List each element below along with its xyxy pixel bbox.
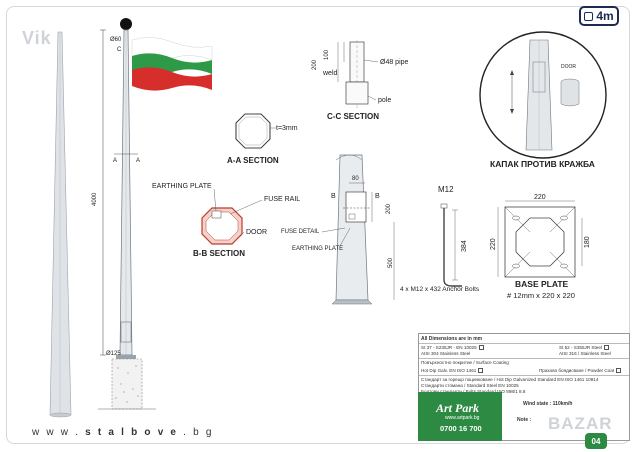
bb-section-drawing (201, 188, 263, 245)
website-brand: s t a l b o v e (85, 427, 179, 438)
coating-option-2-checkbox (616, 368, 622, 374)
steel-option-2-checkbox (603, 345, 609, 351)
cc-dim-100: 100 (324, 49, 330, 60)
base-plate-title: BASE PLATE (515, 279, 569, 289)
watermark-top-left: Vik (22, 28, 52, 48)
bulgarian-flag (131, 37, 213, 91)
wind-state: Wind state : 110km/h (523, 401, 573, 407)
standard-galvanized: Стандарт за горещо поцинковане / Hot Dip… (421, 377, 599, 382)
anchor-bolt-drawing (440, 203, 462, 287)
steel-option-2b: AISI 316 / Stainless Steel (559, 351, 611, 356)
square-icon (584, 11, 594, 21)
pole-height-dimension: 4000 (92, 192, 98, 206)
overview-pole (49, 31, 72, 418)
bb-section-title: B-B SECTION (193, 249, 245, 258)
door-dim-500: 500 (388, 257, 394, 268)
standard-bolts: Болтови стандарти / Bolts Standard ISO 8… (421, 389, 526, 394)
pole-bottom-diameter: Ø125 (106, 351, 121, 357)
aa-section-drawing (235, 113, 276, 149)
bb-door-label: DOOR (246, 229, 267, 236)
coating-option-1-checkbox (478, 368, 484, 374)
all-dimensions-note: All Dimensions are in mm (421, 336, 483, 342)
door-earthing-label: EARTHING PLATE (292, 246, 344, 252)
cc-weld-label: weld (323, 70, 338, 77)
pole-top-diameter: Ø60 (110, 37, 122, 43)
cc-section-drawing (337, 40, 379, 110)
base-plate-spec: # 12mm x 220 x 220 (507, 291, 575, 300)
website-prefix: w w w . (32, 427, 86, 438)
coating-header: Повърхностно покритие / Surface Coating (421, 360, 509, 365)
logo-website: www.artpark.bg (445, 415, 480, 421)
door-section-b-left: B (331, 193, 336, 200)
website-suffix: . b g (178, 427, 214, 438)
art-park-logo: Art Park www.artpark.bg 0700 16 700 (418, 392, 502, 441)
coating-option-2: Прахово боядисване / Powder Coat (539, 368, 622, 374)
cc-pole-label: pole (378, 97, 392, 104)
door-dim-80: 80 (352, 176, 359, 182)
anchor-dim-384: 384 (461, 240, 468, 252)
door-dim-200: 200 (386, 203, 392, 214)
anchor-m12-label: M12 (438, 185, 454, 194)
door-fuse-detail-label: FUSE DETAIL (281, 229, 320, 235)
cc-dim-200: 200 (312, 59, 318, 70)
height-badge-label: 4m (596, 9, 614, 23)
sheet-frame (6, 6, 630, 444)
aa-thickness-label: t=3mm (276, 125, 298, 132)
base-plate-drawing (497, 200, 583, 278)
pole-section-a-right: A (136, 158, 141, 164)
door-detail-drawing (321, 154, 395, 305)
bb-fuse-rail-label: FUSE RAIL (264, 196, 301, 203)
steel-option-1b: AISI 304 Stainless Steel (421, 351, 471, 356)
steel-option-1: St 37 - S235JR - EN 10025 (421, 345, 484, 351)
base-plate-dim-right: 180 (584, 236, 591, 248)
anti-theft-door-label: DOOR (561, 64, 576, 70)
logo-phone: 0700 16 700 (440, 424, 482, 433)
pole-section-a-left: A (113, 158, 118, 164)
note-label: Note : (517, 417, 532, 423)
standard-steel: Стандарти стомана / Standard Steel EN 10… (421, 383, 519, 388)
main-pole (98, 18, 156, 410)
base-plate-dim-left: 220 (490, 238, 497, 250)
door-section-b-right: B (375, 193, 380, 200)
anchor-bolts-caption: 4 x M12 x 432 Anchor Bolts (400, 286, 480, 293)
anti-theft-caption: КАПАК ПРОТИВ КРАЖБА (490, 159, 595, 169)
page-number: 04 (585, 433, 607, 449)
aa-section-title: A-A SECTION (227, 156, 279, 165)
bb-earthing-label: EARTHING PLATE (152, 183, 212, 190)
pole-section-c: C (117, 47, 122, 53)
cc-section-title: C-C SECTION (327, 112, 379, 121)
logo-name: Art Park (436, 401, 480, 415)
anti-theft-detail-drawing (479, 31, 607, 159)
steel-option-2: St 52 - S355JR Steel (559, 345, 609, 351)
website-url: w w w . s t a l b o v e . b g (32, 427, 214, 438)
coating-option-1: Hot Dip Galv. EN ISO 1461 (421, 368, 484, 374)
steel-option-1-checkbox (478, 345, 484, 351)
height-badge: 4m (579, 6, 619, 26)
watermark-bottom-right: BAZAR (548, 414, 613, 433)
base-plate-dim-top: 220 (534, 194, 546, 201)
cc-pipe-label: Ø48 pipe (380, 59, 409, 66)
